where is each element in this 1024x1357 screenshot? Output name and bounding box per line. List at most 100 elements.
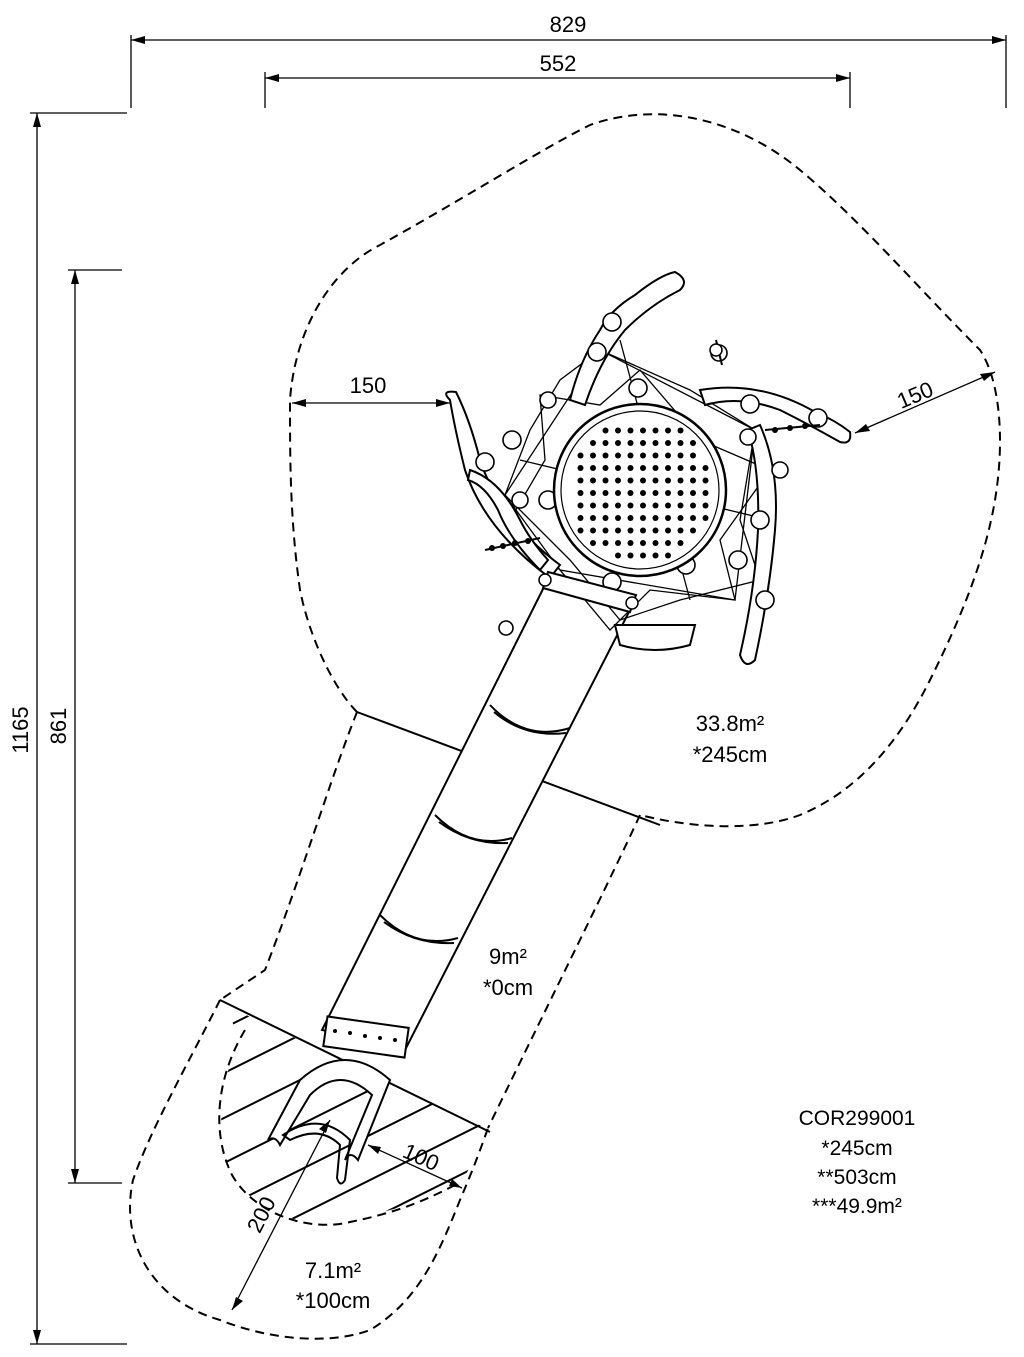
platform-holes: [577, 427, 709, 559]
platform-hole: [690, 515, 696, 521]
platform-hole: [615, 427, 621, 434]
dimension-1165: 1165: [8, 112, 127, 1345]
slide-zone-area: 9m²: [489, 944, 527, 969]
dimension-829-label: 829: [550, 12, 587, 37]
platform-hole: [615, 477, 621, 484]
platform-hole: [640, 540, 646, 546]
platform-hole: [640, 477, 646, 484]
platform-hole: [627, 527, 634, 534]
platform-hole: [615, 440, 621, 446]
platform-hole: [602, 502, 609, 509]
exit-dimension-100-label: 100: [399, 1138, 443, 1176]
platform-hole: [627, 427, 634, 434]
clearance-right: 150: [854, 371, 996, 434]
platform-hole: [665, 490, 671, 496]
platform-hole: [627, 552, 634, 559]
exit-zone-area: 7.1m²: [305, 1258, 361, 1283]
platform-hole: [602, 427, 609, 434]
platform-hole: [652, 540, 659, 546]
platform-hole: [652, 440, 659, 446]
platform-hole: [677, 440, 684, 446]
platform-hole: [640, 452, 646, 459]
tube-slide: [267, 583, 632, 1185]
platform-hole: [702, 490, 709, 496]
platform-hole: [652, 452, 659, 459]
platform-hole: [690, 452, 696, 459]
platform-hole: [590, 540, 596, 546]
dimension-861-label: 861: [46, 708, 71, 745]
platform-hole: [590, 452, 596, 459]
platform-hole: [702, 515, 709, 521]
platform-hole: [640, 490, 646, 496]
platform-hole: [690, 477, 696, 484]
platform-hole: [652, 527, 659, 534]
platform-hole: [602, 490, 609, 496]
platform-hole: [602, 540, 609, 546]
platform-hole: [640, 515, 646, 521]
platform-hole: [665, 515, 671, 521]
platform-hole: [652, 515, 659, 521]
platform-hole: [690, 465, 696, 471]
clearance-right-label: 150: [893, 376, 937, 413]
platform-hole: [690, 490, 696, 496]
tower-base-plate: [613, 624, 697, 651]
clearance-left-label: 150: [350, 373, 387, 398]
platform-hole: [590, 502, 596, 509]
platform-hole: [652, 502, 659, 509]
platform-hole: [602, 477, 609, 484]
dimension-1165-label: 1165: [8, 706, 33, 753]
exit-zone-height: *100cm: [296, 1288, 371, 1313]
platform-hole: [665, 427, 671, 434]
exit-safety-zone: [129, 999, 489, 1340]
dimension-829: 829: [130, 12, 1007, 108]
exit-dimension-200-label: 200: [242, 1193, 281, 1237]
platform-hole: [652, 427, 659, 434]
platform-hole: [665, 440, 671, 446]
platform-hole: [577, 527, 584, 534]
spec-line-3: ***49.9m²: [812, 1195, 902, 1218]
platform-hole: [590, 465, 596, 471]
platform-hole: [615, 502, 621, 509]
spec-line-2: **503cm: [817, 1166, 896, 1189]
platform-hole: [602, 465, 609, 471]
platform-hole: [577, 490, 584, 496]
platform-hole: [577, 502, 584, 509]
dimension-552-label: 552: [540, 51, 577, 76]
platform-hole: [690, 527, 696, 534]
platform-hole: [640, 440, 646, 446]
platform-hole: [702, 502, 709, 509]
platform-hole: [627, 490, 634, 496]
platform-hole: [615, 540, 621, 546]
platform-hole: [677, 477, 684, 484]
platform-hole: [677, 515, 684, 521]
tower-structure: [445, 270, 852, 665]
platform-hole: [652, 490, 659, 496]
platform-hole: [627, 452, 634, 459]
platform-hole: [627, 502, 634, 509]
platform-hole: [615, 552, 621, 559]
platform-hole: [577, 515, 584, 521]
platform-hole: [602, 527, 609, 534]
platform-hole: [640, 552, 646, 559]
platform-hole: [677, 452, 684, 459]
platform-hole: [615, 465, 621, 471]
platform-hole: [690, 440, 696, 446]
perforated-platform: [552, 402, 728, 578]
platform-hole: [590, 477, 596, 484]
platform-hole: [665, 465, 671, 471]
spec-block: COR299001 *245cm **503cm ***49.9m²: [799, 1107, 916, 1218]
platform-hole: [677, 502, 684, 509]
dimension-552: 552: [264, 51, 851, 108]
slide-zone-height: *0cm: [483, 975, 533, 1000]
platform-hole: [602, 515, 609, 521]
platform-hole: [627, 440, 634, 446]
platform-hole: [627, 515, 634, 521]
main-zone-area: 33.8m²: [696, 711, 764, 736]
platform-hole: [677, 540, 684, 546]
platform-hole: [652, 465, 659, 471]
platform-hole: [652, 552, 659, 559]
platform-hole: [602, 452, 609, 459]
platform-hole: [677, 465, 684, 471]
platform-hole: [615, 527, 621, 534]
platform-hole: [577, 477, 584, 484]
